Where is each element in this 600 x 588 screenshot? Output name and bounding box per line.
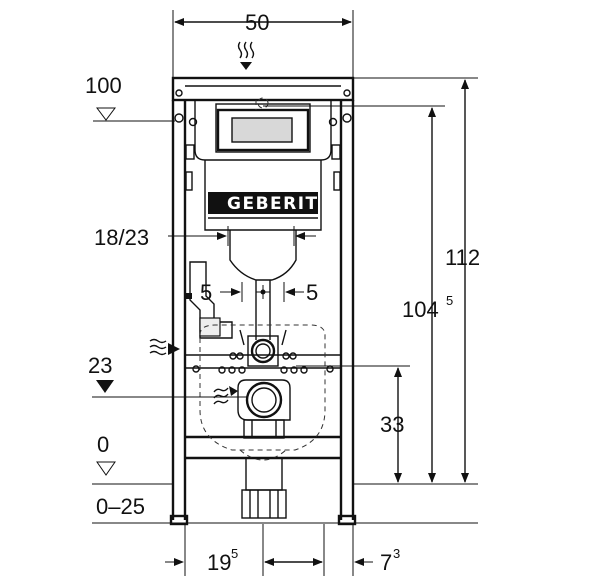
dim-flush-pipe: 18/23 bbox=[94, 225, 316, 250]
mounting-frame bbox=[169, 76, 357, 526]
dim-width-top: 50 bbox=[172, 10, 354, 78]
level-23: 23 bbox=[88, 353, 248, 398]
flush-pipe bbox=[229, 329, 297, 367]
dim-112-label: 112 bbox=[445, 245, 480, 270]
dim-bottom: 19 5 7 3 bbox=[165, 524, 400, 576]
dim-heights: 112 104 5 33 bbox=[263, 77, 480, 483]
level-23-label: 23 bbox=[88, 353, 112, 378]
dim-19-sup-label: 5 bbox=[231, 546, 238, 561]
dim-33-label: 33 bbox=[380, 412, 404, 437]
dim-5-left-label: 5 bbox=[200, 280, 212, 305]
floor-lines: 0–25 bbox=[92, 483, 478, 524]
dim-7-sup-label: 3 bbox=[393, 546, 400, 561]
dim-104-sup-label: 5 bbox=[446, 293, 453, 308]
cistern: GEBERIT bbox=[194, 97, 332, 340]
level-triangle-filled-icon bbox=[96, 380, 114, 393]
dim-offsets: 5 5 bbox=[200, 280, 318, 305]
level-100-label: 100 bbox=[85, 73, 122, 98]
wc-bolts bbox=[192, 365, 334, 374]
level-100: 100 bbox=[85, 73, 175, 122]
floor-range-label: 0–25 bbox=[96, 494, 145, 519]
dim-104-label: 104 bbox=[402, 297, 439, 322]
level-0-label: 0 bbox=[97, 432, 109, 457]
water-supply-icon bbox=[237, 41, 255, 70]
dim-18-23-label: 18/23 bbox=[94, 225, 149, 250]
brand-logo: GEBERIT bbox=[227, 194, 319, 214]
brand-band bbox=[208, 192, 318, 214]
level-triangle-icon bbox=[96, 107, 116, 121]
dim-50-label: 50 bbox=[245, 10, 269, 35]
level-0: 0 bbox=[96, 432, 116, 476]
drain-pipe bbox=[241, 457, 287, 519]
inlet-valve bbox=[186, 261, 233, 339]
water-inlet-icon bbox=[149, 338, 180, 356]
wc-bowl-outline bbox=[199, 324, 326, 461]
dim-5-right-label: 5 bbox=[306, 280, 318, 305]
dim-7-label: 7 bbox=[380, 550, 392, 575]
level-triangle-floor-icon bbox=[96, 461, 116, 476]
dim-19-label: 19 bbox=[207, 550, 231, 575]
waste-connector bbox=[237, 379, 291, 439]
drain-flow-icon bbox=[213, 386, 238, 405]
